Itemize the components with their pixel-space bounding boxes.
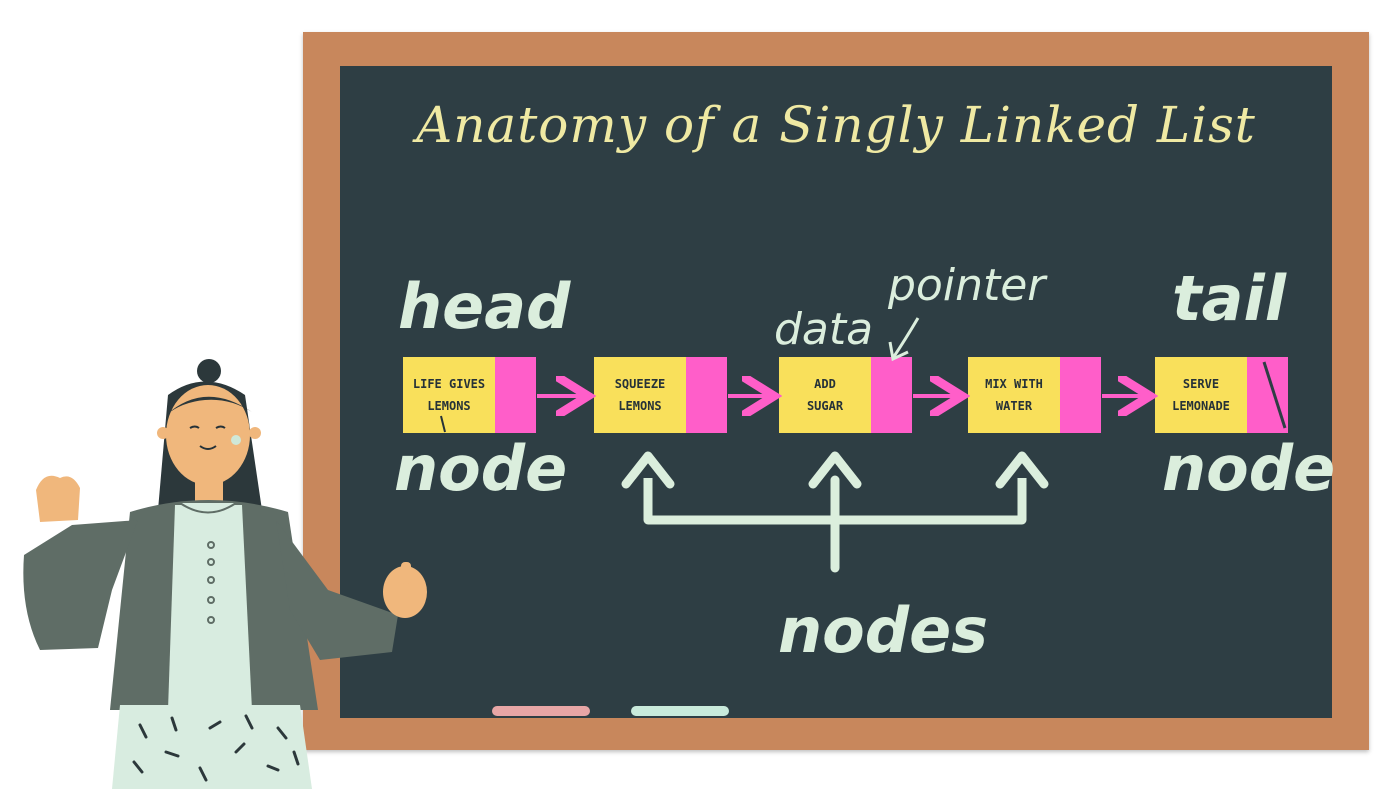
- nodes-label: nodes: [778, 594, 989, 667]
- pointer-annotation-arrow: [891, 317, 920, 359]
- tail-label: tail: [1172, 262, 1286, 335]
- list-node-2: SQUEEZE LEMONS: [594, 357, 727, 433]
- node-data: LIFE GIVES LEMONS: [403, 357, 495, 433]
- pointer-label: pointer: [888, 260, 1046, 311]
- list-node-3: ADD SUGAR: [779, 357, 912, 433]
- up-arrow-head: [621, 451, 675, 489]
- data-label: data: [774, 304, 874, 355]
- head-label: head: [398, 270, 571, 343]
- data-tick: [440, 415, 446, 433]
- null-slash: [1262, 361, 1287, 429]
- node-data: SERVE LEMONADE: [1155, 357, 1247, 433]
- node-pointer: [495, 357, 536, 433]
- node-label-right: node: [1162, 432, 1336, 505]
- node-data: SQUEEZE LEMONS: [594, 357, 686, 433]
- list-node-1: LIFE GIVES LEMONS: [403, 357, 536, 433]
- list-node-5: SERVE LEMONADE: [1155, 357, 1288, 433]
- node-data: ADD SUGAR: [779, 357, 871, 433]
- node-pointer: [1060, 357, 1101, 433]
- node-label-left: node: [394, 432, 568, 505]
- node-pointer: [686, 357, 727, 433]
- up-arrow-head: [995, 451, 1049, 489]
- up-arrow-head: [808, 451, 862, 489]
- diagram-title: Anatomy of a Singly Linked List: [416, 96, 1256, 154]
- node-pointer: [871, 357, 912, 433]
- green-chalk: [631, 706, 729, 716]
- list-node-4: MIX WITH WATER: [968, 357, 1101, 433]
- pink-chalk: [492, 706, 590, 716]
- node-data: MIX WITH WATER: [968, 357, 1060, 433]
